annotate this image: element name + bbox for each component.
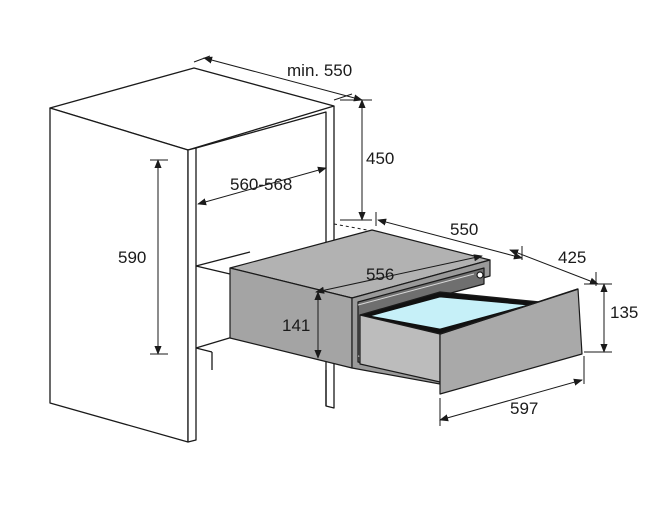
dim-line-niche-width [197, 166, 327, 206]
dimension-lines [150, 55, 612, 426]
label-drawer-extension: 425 [558, 248, 586, 267]
upper-shelf-back [195, 251, 251, 267]
label-niche-width: 560-568 [230, 175, 292, 194]
label-unit-width: 556 [366, 265, 394, 284]
cabinet-front-edge [187, 147, 197, 443]
lower-shelf-back [195, 335, 237, 349]
dim-line-front-width [439, 378, 583, 422]
label-front-height: 135 [610, 303, 638, 322]
drawer-front-top-edge [439, 288, 579, 335]
upper-shelf-front [195, 265, 231, 275]
cabinet-left-side [49, 107, 189, 443]
warming-drawer [229, 229, 583, 395]
label-unit-height: 141 [282, 316, 310, 335]
label-niche-height: 590 [118, 248, 146, 267]
label-front-width: 597 [510, 399, 538, 418]
label-unit-depth: 550 [450, 220, 478, 239]
label-height-above: 450 [366, 149, 394, 168]
label-min-depth: min. 550 [287, 61, 352, 80]
dim-line-min-depth [203, 56, 363, 102]
dim-line-unit-depth [377, 218, 523, 260]
dim-line-unit-width [315, 254, 483, 294]
dim-line-drawer-extension [509, 249, 599, 285]
lower-shelf-front [195, 347, 213, 353]
drawer-knob-icon [476, 271, 484, 279]
dimension-labels: min. 550 450 560-568 590 550 425 556 135… [118, 61, 638, 418]
